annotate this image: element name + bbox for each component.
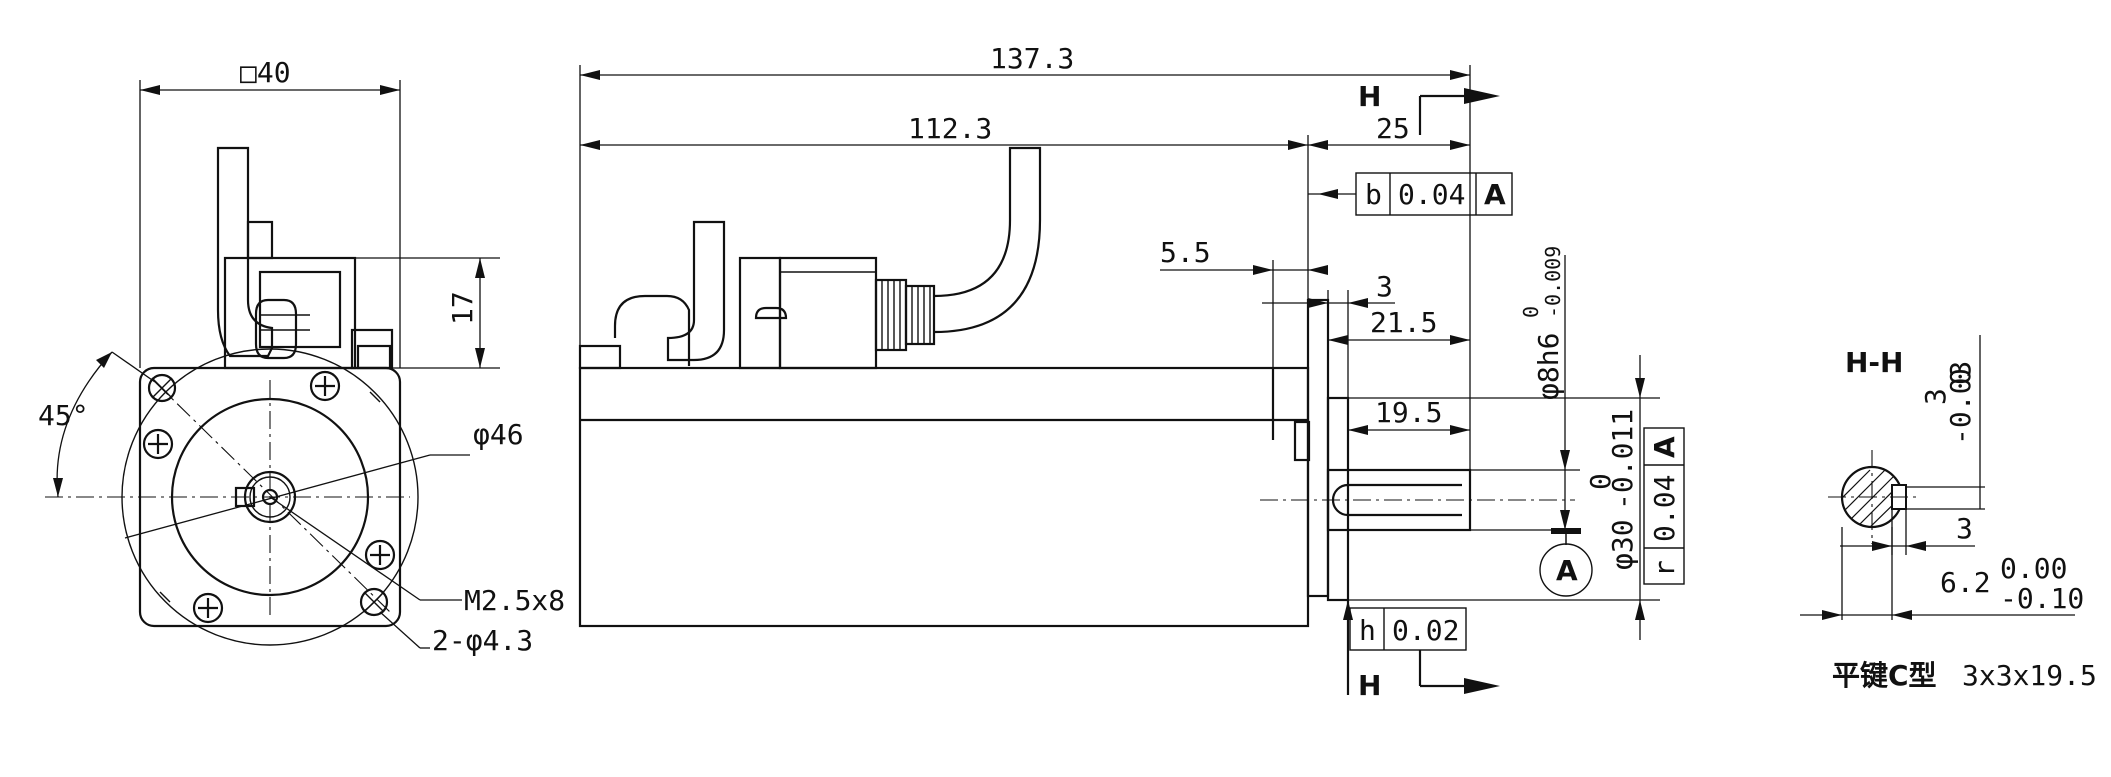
holes-label: 2-φ4.3 xyxy=(432,624,533,657)
shaft-diameter-label: φ8h6 xyxy=(1532,333,1565,400)
fcf-runout-datum: A xyxy=(1648,436,1681,458)
section-view: H-H 0 3 -0.03 3 xyxy=(1800,335,2097,692)
fcf-perp-symbol: b xyxy=(1365,178,1382,211)
square-size-label: □40 xyxy=(240,56,291,89)
shaft-tol-lower: -0.009 xyxy=(1541,246,1565,318)
key-height-label: 3 xyxy=(1956,512,1973,545)
phillips-screw-icon xyxy=(364,539,396,571)
side-view: 137.3 112.3 25 H b 0.04 A 5.5 xyxy=(578,42,1685,702)
key-width-tol-lower: -0.03 xyxy=(1944,361,1977,445)
shaft-tol-upper: 0 xyxy=(1519,306,1543,318)
key-depth-tol-upper: 0.00 xyxy=(2000,552,2067,585)
datum-label: A xyxy=(1556,554,1578,587)
section-title: H-H xyxy=(1845,346,1904,379)
key-spec-label: 平键C型 xyxy=(1832,659,1937,692)
cable-height-label: 17 xyxy=(446,291,479,325)
flange-thickness-label: 5.5 xyxy=(1160,236,1211,269)
shaft-length-label: 25 xyxy=(1376,112,1410,145)
boss-diameter-label: φ30 xyxy=(1606,519,1639,570)
screw-spec-label: M2.5x8 xyxy=(464,584,565,617)
phillips-screw-icon xyxy=(309,370,341,402)
phillips-screw-icon xyxy=(142,428,174,460)
datum-triangle-icon: A xyxy=(1539,528,1593,597)
pilot-diameter-label: φ46 xyxy=(473,418,524,451)
mounting-hole-icon xyxy=(359,587,389,617)
angle-label: 45° xyxy=(38,399,89,432)
boss-tol-upper: 0 xyxy=(1584,473,1617,490)
fcf-flat-value: 0.02 xyxy=(1392,614,1459,647)
body-length-label: 112.3 xyxy=(908,112,992,145)
fcf-flat-symbol: h xyxy=(1359,614,1376,647)
boss-length-label: 3 xyxy=(1376,270,1393,303)
key-spec-value: 3x3x19.5 xyxy=(1962,659,2097,692)
fcf-runout-value: 0.04 xyxy=(1648,475,1681,542)
key-width-tol-upper: 0 xyxy=(1944,368,1977,385)
key-depth-label: 6.2 xyxy=(1940,566,1991,599)
key-width-label: 3 xyxy=(1919,388,1952,405)
fcf-runout-symbol: r xyxy=(1648,560,1681,577)
shaft-extension-label: 21.5 xyxy=(1370,306,1437,339)
section-mark-top: H xyxy=(1358,80,1381,113)
key-length-label: 19.5 xyxy=(1375,396,1442,429)
key-depth-tol-lower: -0.10 xyxy=(2000,582,2084,615)
front-view: □40 17 45° φ46 M2.5x8 2-φ4.3 xyxy=(38,56,565,657)
overall-length-label: 137.3 xyxy=(990,42,1074,75)
fcf-perp-value: 0.04 xyxy=(1398,178,1465,211)
mounting-hole-icon xyxy=(147,373,177,403)
fcf-perp-datum: A xyxy=(1484,178,1506,211)
section-mark-bottom: H xyxy=(1358,669,1381,702)
phillips-screw-icon xyxy=(192,592,224,624)
boss-tol-lower: -0.011 xyxy=(1606,409,1639,510)
